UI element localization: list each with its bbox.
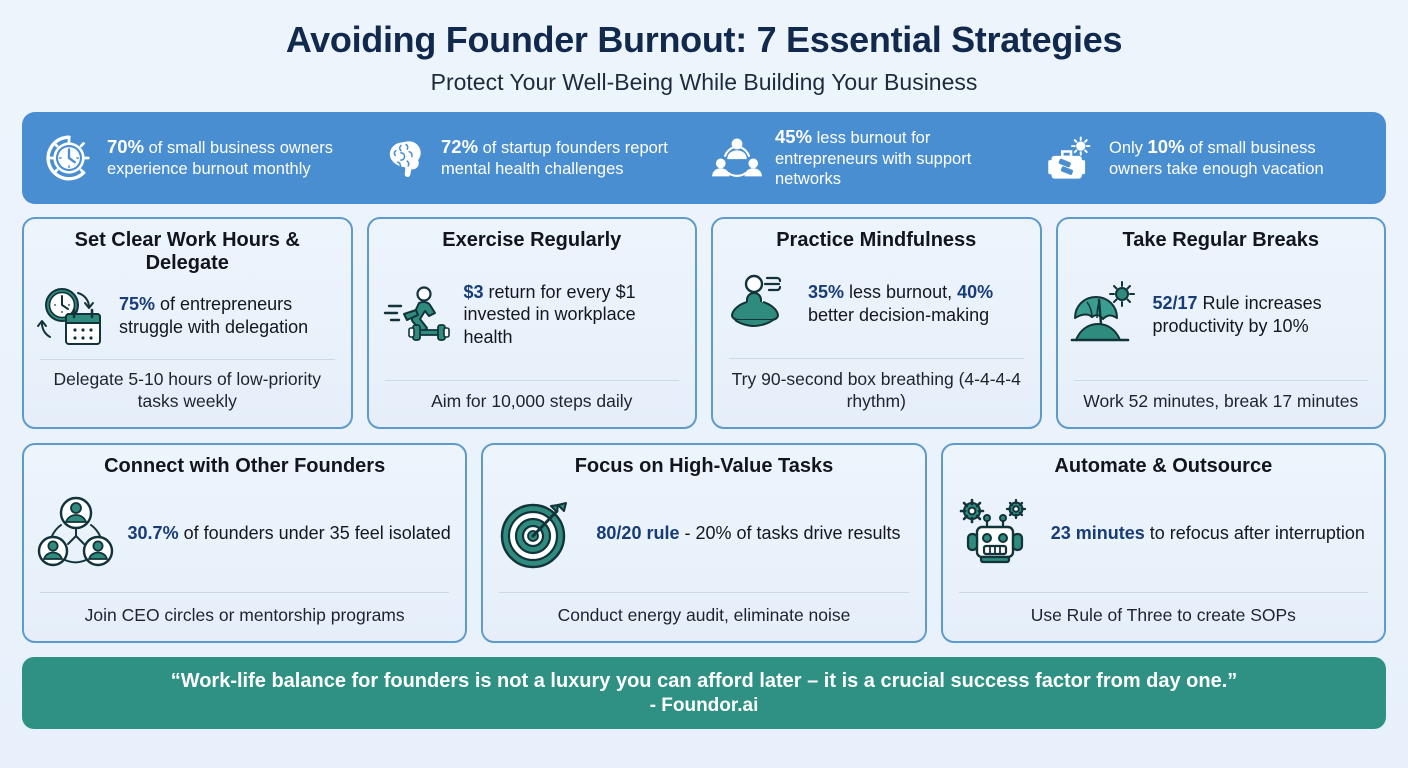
stat-item: 45% less burnout for entrepreneurs with … [704,125,1038,190]
card-row-2: Connect with Other Founders [22,442,1386,643]
strategy-cards: Set Clear Work Hours & Delegate [22,216,1386,643]
clock-icon [42,131,96,185]
stat-text: 70% of small business owners experience … [107,135,364,180]
card-tip: Conduct energy audit, eliminate noise [557,604,851,625]
stat-value: 10% [1147,136,1185,158]
card-body: 23 minutes to refocus after interruption [955,482,1372,586]
card-stat-highlight-2: 40% [957,282,994,303]
stat-label: of startup founders report mental health… [441,139,668,179]
card-stat: 30.7% of founders under 35 feel isolated [125,522,453,545]
card-stat: $3 return for every $1 invested in workp… [464,281,684,350]
divider [729,358,1024,360]
suitcase-sun-icon [1044,131,1098,185]
three-people-network-icon [36,494,116,574]
card-body: 80/20 rule - 20% of tasks drive results [495,482,912,586]
stat-item: Only 10% of small business owners take e… [1038,131,1372,185]
running-dumbbell-icon [381,278,455,352]
card-stat-rest: of founders under 35 feel isolated [178,523,451,544]
card-stat-highlight: 75% [119,294,156,315]
stat-value: 70% [107,136,145,158]
strategy-card-exercise-regularly: Exercise Regularly [366,216,697,429]
card-body: 52/17 Rule increases productivity by 10% [1070,256,1373,374]
stat-prefix: Only [1109,139,1148,158]
people-network-icon [710,131,764,185]
card-stat-rest: better decision-making [808,305,990,325]
stat-text: 72% of startup founders report mental he… [441,135,698,180]
card-stat-highlight: $3 [463,281,484,302]
strategy-card-focus-high-value-tasks: Focus on High-Value Tasks [481,442,927,643]
header: Avoiding Founder Burnout: 7 Essential St… [22,0,1386,96]
page-title: Avoiding Founder Burnout: 7 Essential St… [285,19,1123,60]
card-tip: Aim for 10,000 steps daily [431,390,633,411]
footer-quote-banner: “Work-life balance for founders is not a… [22,656,1386,729]
card-title: Set Clear Work Hours & Delegate [74,228,300,274]
page-subtitle: Protect Your Well-Being While Building Y… [430,68,978,95]
card-title: Connect with Other Founders [104,454,386,477]
stat-value: 72% [441,136,479,158]
stat-label: less burnout for entrepreneurs with supp… [775,128,972,189]
stat-text: 45% less burnout for entrepreneurs with … [775,125,1032,190]
strategy-card-take-regular-breaks: Take Regular Breaks [1055,216,1386,429]
card-stat-highlight: 52/17 [1152,292,1198,313]
strategy-card-practice-mindfulness: Practice Mindfulness [711,216,1042,429]
robot-gears-icon [955,494,1035,574]
stat-text: Only 10% of small business owners take e… [1109,135,1366,180]
card-stat-highlight: 35% [808,282,845,303]
card-tip: Use Rule of Three to create SOPs [1030,604,1296,625]
stats-banner: 70% of small business owners experience … [22,111,1386,204]
quote-author: - Foundor.ai [649,694,759,716]
card-title: Focus on High-Value Tasks [574,454,834,477]
divider [40,591,450,593]
card-tip: Join CEO circles or mentorship programs [84,604,405,625]
card-stat-rest: of entrepreneurs struggle with delegatio… [119,294,309,337]
meditation-icon [725,267,799,341]
card-title: Exercise Regularly [442,228,622,251]
card-title: Automate & Outsource [1054,454,1273,477]
card-stat: 52/17 Rule increases productivity by 10% [1153,292,1373,338]
card-stat: 75% of entrepreneurs struggle with deleg… [119,293,339,339]
card-stat-rest: - 20% of tasks drive results [679,523,901,544]
divider [499,591,909,593]
card-body: $3 return for every $1 invested in workp… [381,256,684,374]
card-row-1: Set Clear Work Hours & Delegate [22,216,1386,429]
beach-umbrella-icon [1070,278,1144,352]
card-stat-rest: return for every $1 invested in workplac… [463,281,636,348]
card-tip: Work 52 minutes, break 17 minutes [1083,390,1359,411]
stat-value: 45% [775,125,813,147]
card-stat-highlight: 30.7% [127,523,179,544]
card-body: 75% of entrepreneurs struggle with deleg… [36,279,339,353]
quote-text: “Work-life balance for founders is not a… [170,669,1238,692]
card-body: 35% less burnout, 40% better decision-ma… [725,256,1028,352]
card-stat: 35% less burnout, 40% better decision-ma… [808,281,1028,327]
strategy-card-automate-outsource: Automate & Outsource [940,442,1386,643]
clock-calendar-icon [36,279,110,353]
stat-item: 72% of startup founders report mental he… [370,131,704,185]
card-title: Take Regular Breaks [1122,228,1319,251]
target-icon [495,494,575,574]
strategy-card-set-clear-work-hours: Set Clear Work Hours & Delegate [22,216,353,429]
card-stat-rest: to refocus after interruption [1144,523,1365,544]
card-tip: Delegate 5-10 hours of low-priority task… [53,369,322,411]
card-stat-highlight: 23 minutes [1050,523,1145,544]
card-stat-mid: less burnout, [844,282,958,303]
card-stat: 23 minutes to refocus after interruption [1044,522,1372,545]
stat-item: 70% of small business owners experience … [36,131,370,185]
divider [1073,379,1368,381]
brain-icon [376,131,430,185]
card-stat-rest: Rule increases productivity by 10% [1152,292,1322,336]
card-tip: Try 90-second box breathing (4-4-4-4 rhy… [731,369,1021,411]
stat-label: of small business owners take enough vac… [1109,139,1324,179]
divider [384,379,679,381]
divider [958,591,1368,593]
card-body: 30.7% of founders under 35 feel isolated [36,482,453,586]
card-stat-highlight: 80/20 rule [596,523,680,544]
card-title: Practice Mindfulness [776,228,977,251]
card-stat: 80/20 rule - 20% of tasks drive results [584,522,912,545]
stat-label: of small business owners experience burn… [107,139,333,179]
strategy-card-connect-with-founders: Connect with Other Founders [22,442,468,643]
